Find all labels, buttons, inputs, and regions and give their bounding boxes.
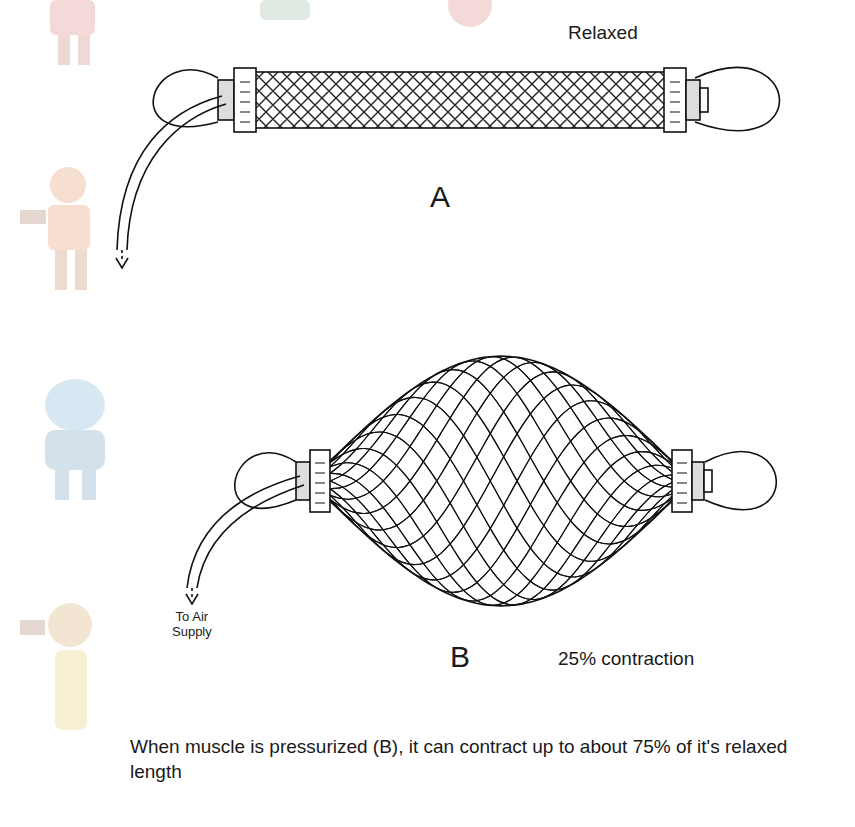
hose-clamp xyxy=(310,450,330,512)
sleeve-outline xyxy=(330,356,672,461)
end-loop xyxy=(695,68,779,131)
mesh-fiber xyxy=(330,414,672,590)
arrow-head xyxy=(186,594,198,604)
air-hose xyxy=(197,485,304,588)
bolt-head xyxy=(700,88,708,112)
end-loop xyxy=(153,70,218,127)
end-plug xyxy=(686,80,700,120)
arrow-head xyxy=(116,258,128,268)
mesh-fiber xyxy=(330,435,672,601)
air-hose xyxy=(117,96,222,250)
end-plug xyxy=(692,462,704,500)
mesh-fiber xyxy=(330,372,672,548)
mesh-fiber xyxy=(330,385,672,565)
mesh-fiber xyxy=(330,385,672,565)
hose-label: To Air Supply xyxy=(172,610,212,640)
braided-sleeve xyxy=(330,356,672,606)
mesh-fiber xyxy=(330,382,672,561)
mesh-fiber xyxy=(330,432,672,600)
mesh-fiber xyxy=(330,361,672,527)
mesh-fiber xyxy=(330,382,672,561)
sleeve-outline xyxy=(330,501,672,606)
end-plug xyxy=(218,80,234,120)
mesh-fiber xyxy=(330,401,672,580)
bolt-head xyxy=(704,470,712,492)
mesh-fiber xyxy=(330,435,672,601)
hose-clamp xyxy=(664,68,686,132)
mesh-fiber xyxy=(330,401,672,580)
air-hose xyxy=(127,104,226,250)
figure-letter: A xyxy=(430,180,450,215)
mesh-fiber xyxy=(330,397,672,577)
caption: When muscle is pressurized (B), it can c… xyxy=(130,735,830,784)
mesh-fiber xyxy=(330,397,672,577)
hose-clamp xyxy=(234,68,256,132)
end-plug xyxy=(296,462,310,500)
mesh-fiber xyxy=(330,414,672,590)
hose-clamp xyxy=(672,450,692,512)
contracted-muscle xyxy=(186,356,776,606)
mesh-fiber xyxy=(330,372,672,548)
braided-sleeve xyxy=(250,72,670,128)
state-label: Relaxed xyxy=(568,22,638,44)
end-loop xyxy=(705,452,776,510)
relaxed-muscle xyxy=(116,68,779,268)
mesh-fiber xyxy=(330,361,672,527)
figure-letter: B xyxy=(450,640,470,675)
state-label: 25% contraction xyxy=(558,648,694,670)
